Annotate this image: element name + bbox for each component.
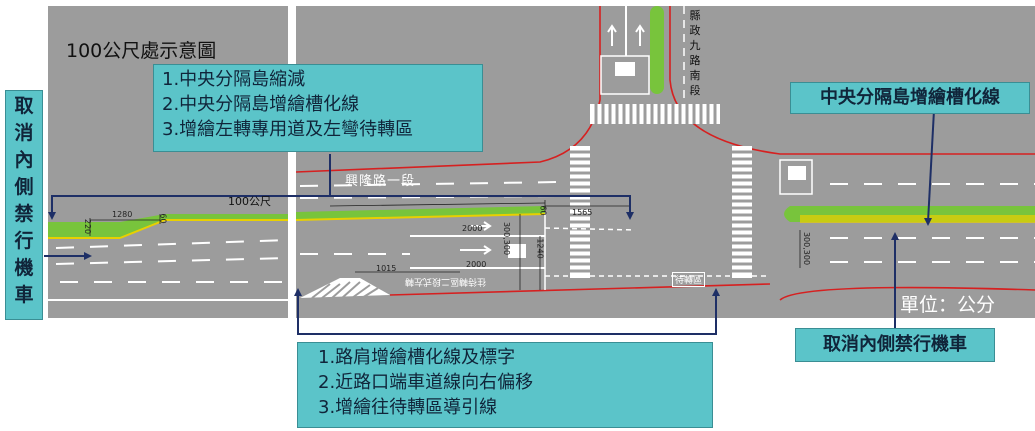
callout-char: 機	[14, 257, 34, 279]
road-char: 縣	[689, 9, 701, 22]
callout-char: 行	[14, 230, 34, 252]
dim-1565: 1565	[572, 208, 593, 217]
road-char: 九	[689, 39, 701, 52]
callout-char: 消	[14, 122, 34, 144]
callout-char: 禁	[14, 203, 34, 225]
dim-2000-bottom: 2000	[466, 260, 487, 269]
callout-line: 3.增繪往待轉區導引線	[318, 397, 498, 418]
callout-char: 取	[14, 95, 34, 117]
callout-line: 2.近路口端車道線向右偏移	[318, 372, 534, 393]
callout-char: 內	[14, 149, 34, 171]
road-char: 路	[689, 54, 701, 67]
distance-label: 100公尺	[228, 195, 271, 208]
dim-1280: 1280	[112, 210, 133, 219]
callout-right-top: 中央分隔島增繪槽化線	[790, 82, 1030, 114]
callout-line: 3.增繪左轉專用道及左彎待轉區	[162, 119, 414, 140]
callout-char: 側	[14, 176, 34, 198]
road-char: 政	[689, 24, 701, 37]
callout-line: 取消內側禁行機車	[823, 334, 967, 355]
callout-right-bottom: 取消內側禁行機車	[795, 328, 995, 362]
diagram-title: 100公尺處示意圖	[66, 40, 217, 62]
callout-left: 取 消 內 側 禁 行 機 車	[5, 90, 43, 320]
dim-220: 220	[83, 218, 93, 235]
road-panel-main	[296, 6, 1035, 318]
dim-60-left: 60	[158, 213, 168, 224]
callout-bottom: 1.路肩增繪槽化線及標字 2.近路口端車道線向右偏移 3.增繪往待轉區導引線	[297, 342, 713, 428]
dim-1015: 1015	[376, 264, 397, 273]
callout-line: 2.中央分隔島增繪槽化線	[162, 94, 360, 115]
callout-char: 車	[14, 284, 34, 306]
shoulder-marking: 往待轉區二段式左轉	[405, 276, 487, 286]
callout-line: 中央分隔島增繪槽化線	[820, 87, 1000, 108]
unit-label: 單位：公分	[900, 294, 996, 316]
wait-zone-label: 待轉區	[672, 272, 706, 287]
dim-pair-mid: 300,300	[502, 221, 512, 256]
dim-60-right: 60	[538, 205, 548, 216]
median-island-main	[296, 206, 545, 220]
road-name-main: 興隆路一段	[345, 174, 416, 189]
callout-top: 1.中央分隔島縮減 2.中央分隔島增繪槽化線 3.增繪左轉專用道及左彎待轉區	[153, 64, 483, 152]
dim-1240: 1240	[535, 238, 545, 259]
road-char: 南	[689, 69, 701, 82]
dim-2000-top: 2000	[462, 224, 483, 233]
road-name-cross: 縣 政 九 路 南 段	[688, 8, 702, 98]
dim-pair-right: 300,300	[802, 231, 812, 266]
callout-line: 1.路肩增繪槽化線及標字	[318, 347, 516, 368]
road-panel-left	[48, 6, 288, 318]
callout-line: 1.中央分隔島縮減	[162, 69, 306, 90]
road-char: 段	[689, 84, 701, 97]
